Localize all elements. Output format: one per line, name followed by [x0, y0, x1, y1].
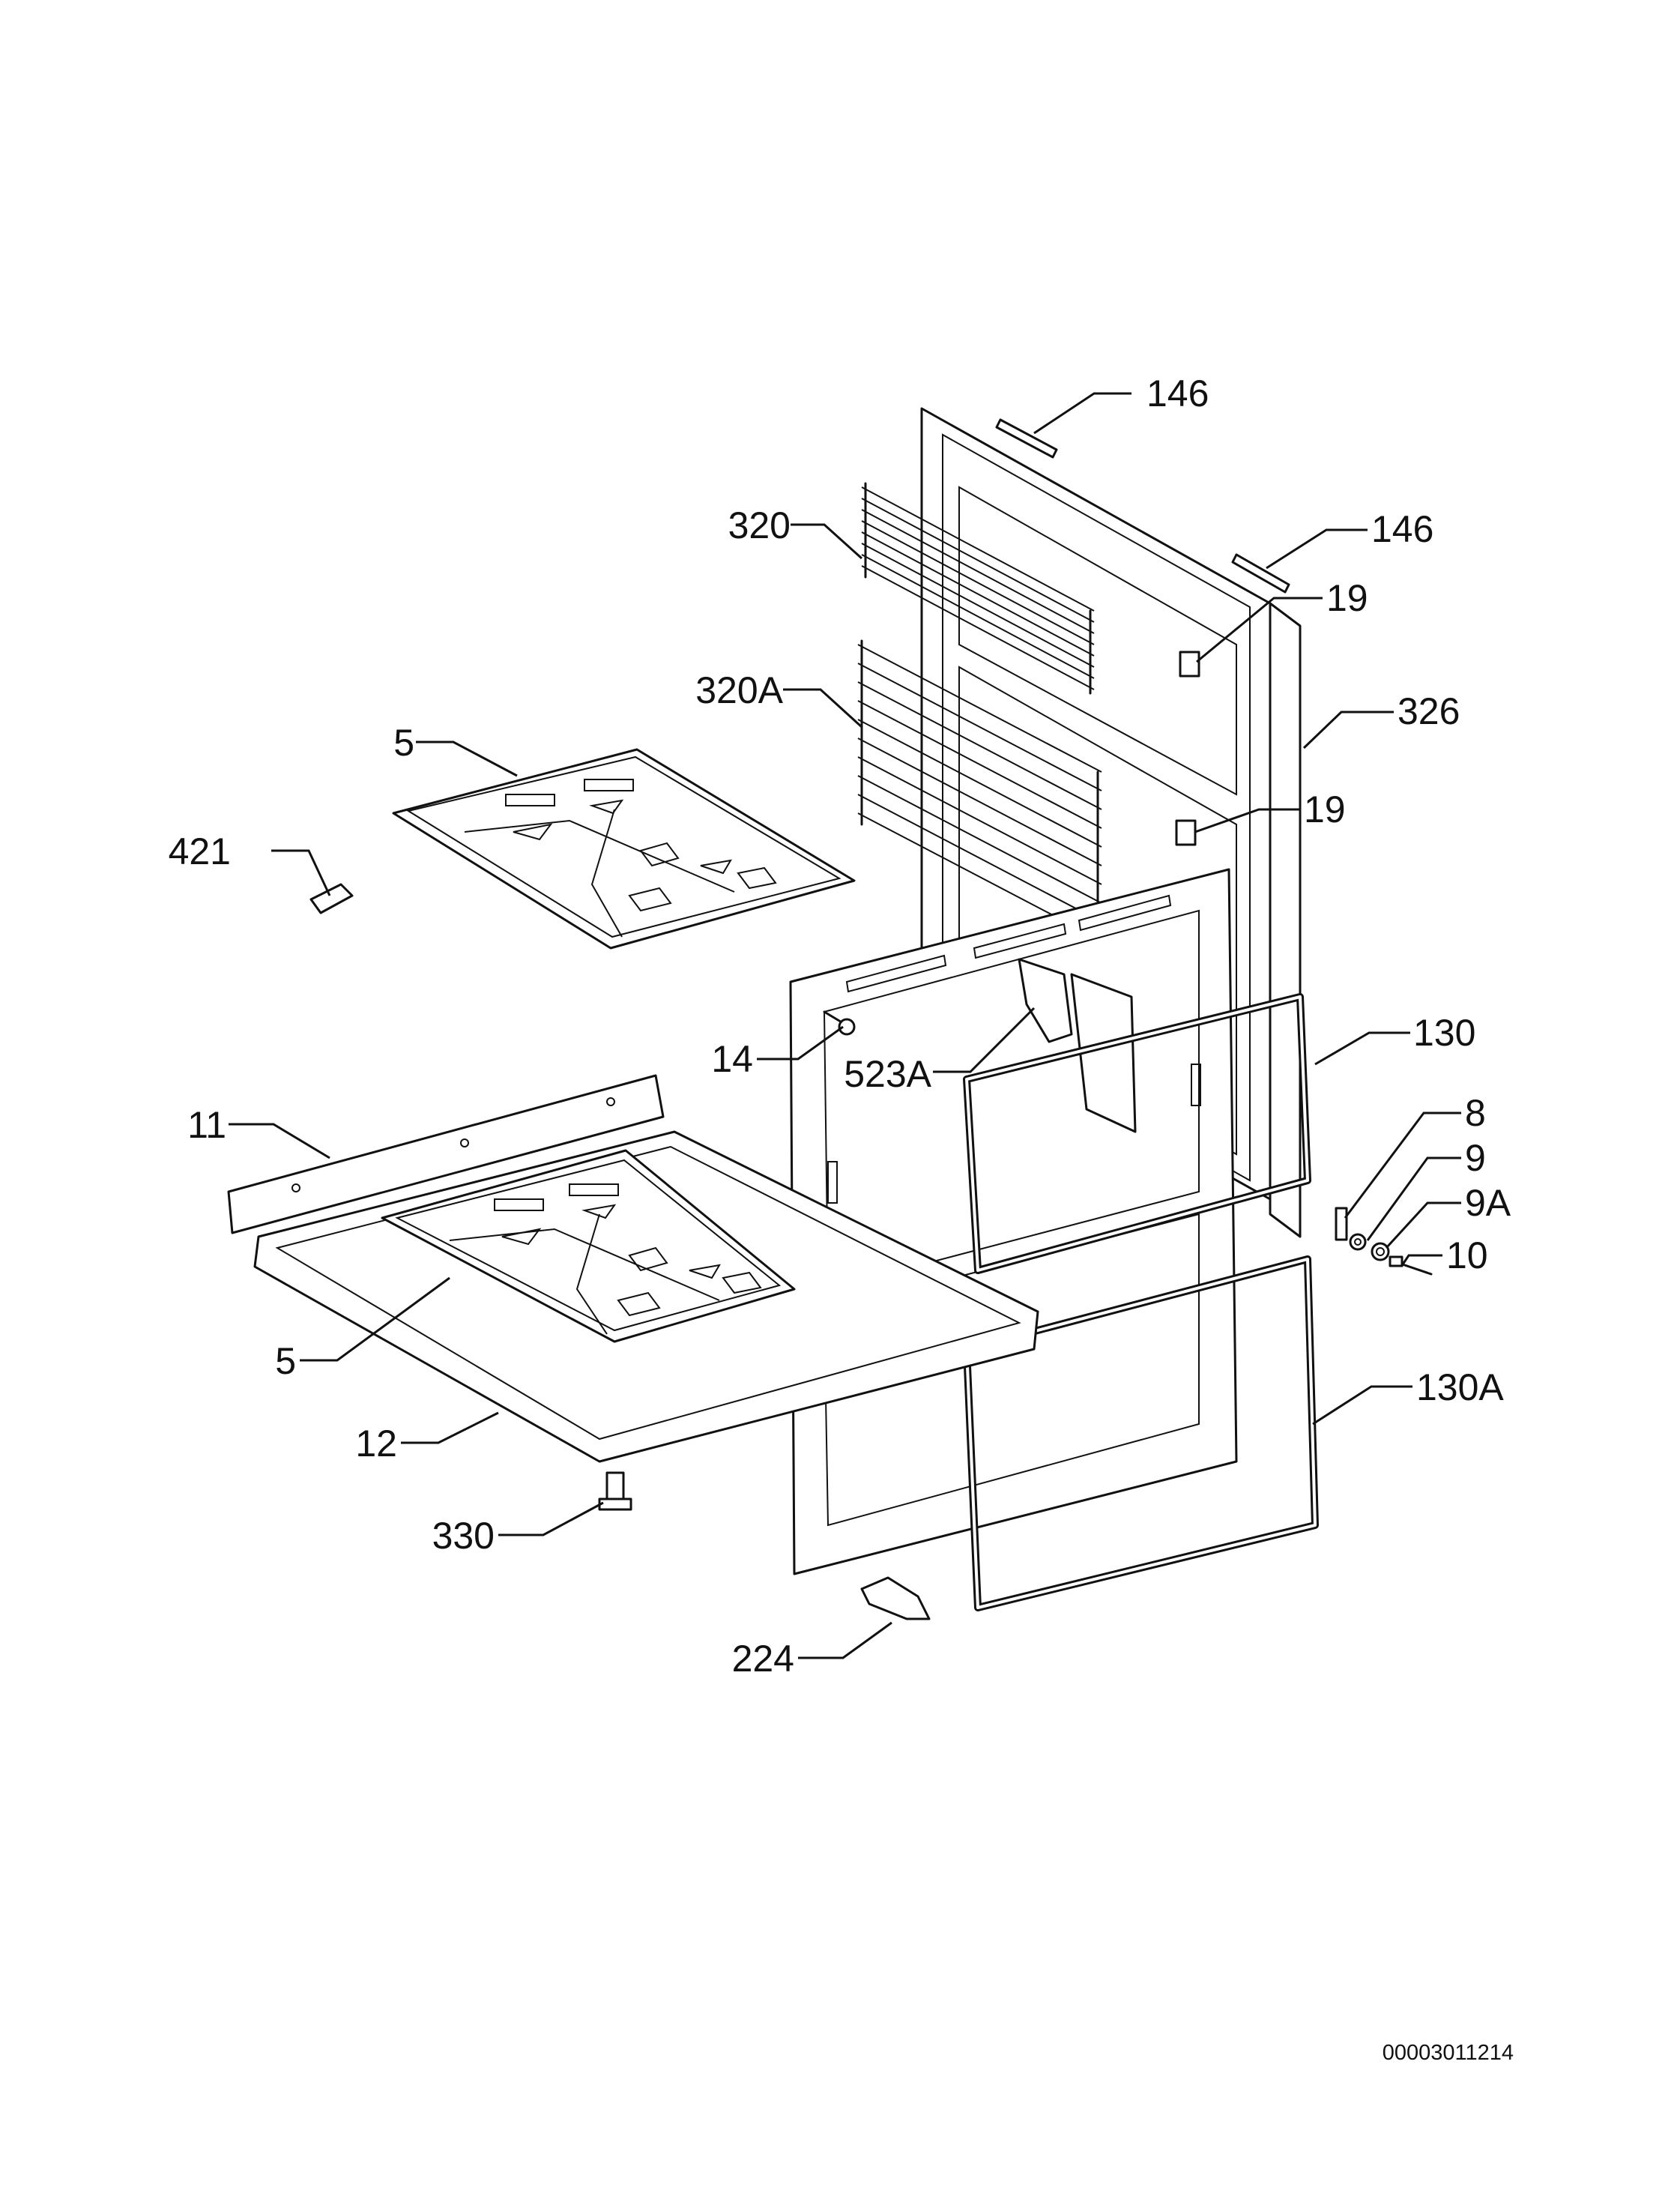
callout-5-upper: 5	[393, 722, 414, 764]
gasket-130a	[963, 1255, 1319, 1611]
callout-330: 330	[432, 1515, 495, 1557]
part-8	[1335, 1207, 1348, 1241]
callout-12: 12	[355, 1423, 397, 1465]
foot-330	[598, 1471, 632, 1511]
callout-19-lower: 19	[1304, 788, 1346, 830]
nut-9a	[1371, 1242, 1390, 1261]
leader-lines	[229, 392, 1461, 1659]
callout-130: 130	[1413, 1012, 1475, 1054]
callout-224: 224	[732, 1638, 794, 1680]
callout-9a: 9A	[1465, 1182, 1511, 1224]
callout-11: 11	[187, 1104, 226, 1146]
part-421-knob	[309, 883, 354, 914]
callout-10: 10	[1446, 1234, 1488, 1276]
side-clip-19-lower	[1175, 819, 1197, 846]
pin-10	[1389, 1255, 1433, 1276]
wire-shelf-320	[861, 482, 1095, 695]
callout-421: 421	[169, 830, 231, 872]
top-clip-146-left	[995, 418, 1058, 459]
tray-5-upper	[392, 748, 856, 950]
callout-8: 8	[1465, 1092, 1486, 1134]
document-number: 00003011214	[1383, 2041, 1514, 2065]
callout-523a: 523A	[844, 1053, 931, 1095]
rail-11	[227, 1074, 665, 1234]
callout-326: 326	[1398, 690, 1460, 732]
callout-320: 320	[728, 504, 791, 546]
callout-146-top: 146	[1146, 372, 1209, 414]
callout-146-right: 146	[1371, 508, 1433, 550]
callout-14: 14	[711, 1038, 753, 1080]
callout-5-lower: 5	[275, 1340, 296, 1382]
bracket-523a	[1018, 958, 1137, 1133]
gasket-130	[963, 993, 1311, 1274]
top-clip-146-right	[1231, 553, 1290, 594]
washer-9	[1349, 1233, 1367, 1251]
callout-9: 9	[1465, 1137, 1486, 1179]
screw-14	[823, 1010, 856, 1036]
callout-130a: 130A	[1416, 1366, 1504, 1408]
callout-320a: 320A	[695, 669, 783, 711]
callout-19-upper: 19	[1326, 577, 1368, 619]
tray-5-lower	[381, 1149, 796, 1343]
hinge-224	[860, 1576, 931, 1620]
side-clip-19-upper	[1179, 651, 1200, 678]
callout-labels: 146 146 320 19 326 320A 5 19 421 14 523A…	[169, 372, 1511, 1680]
